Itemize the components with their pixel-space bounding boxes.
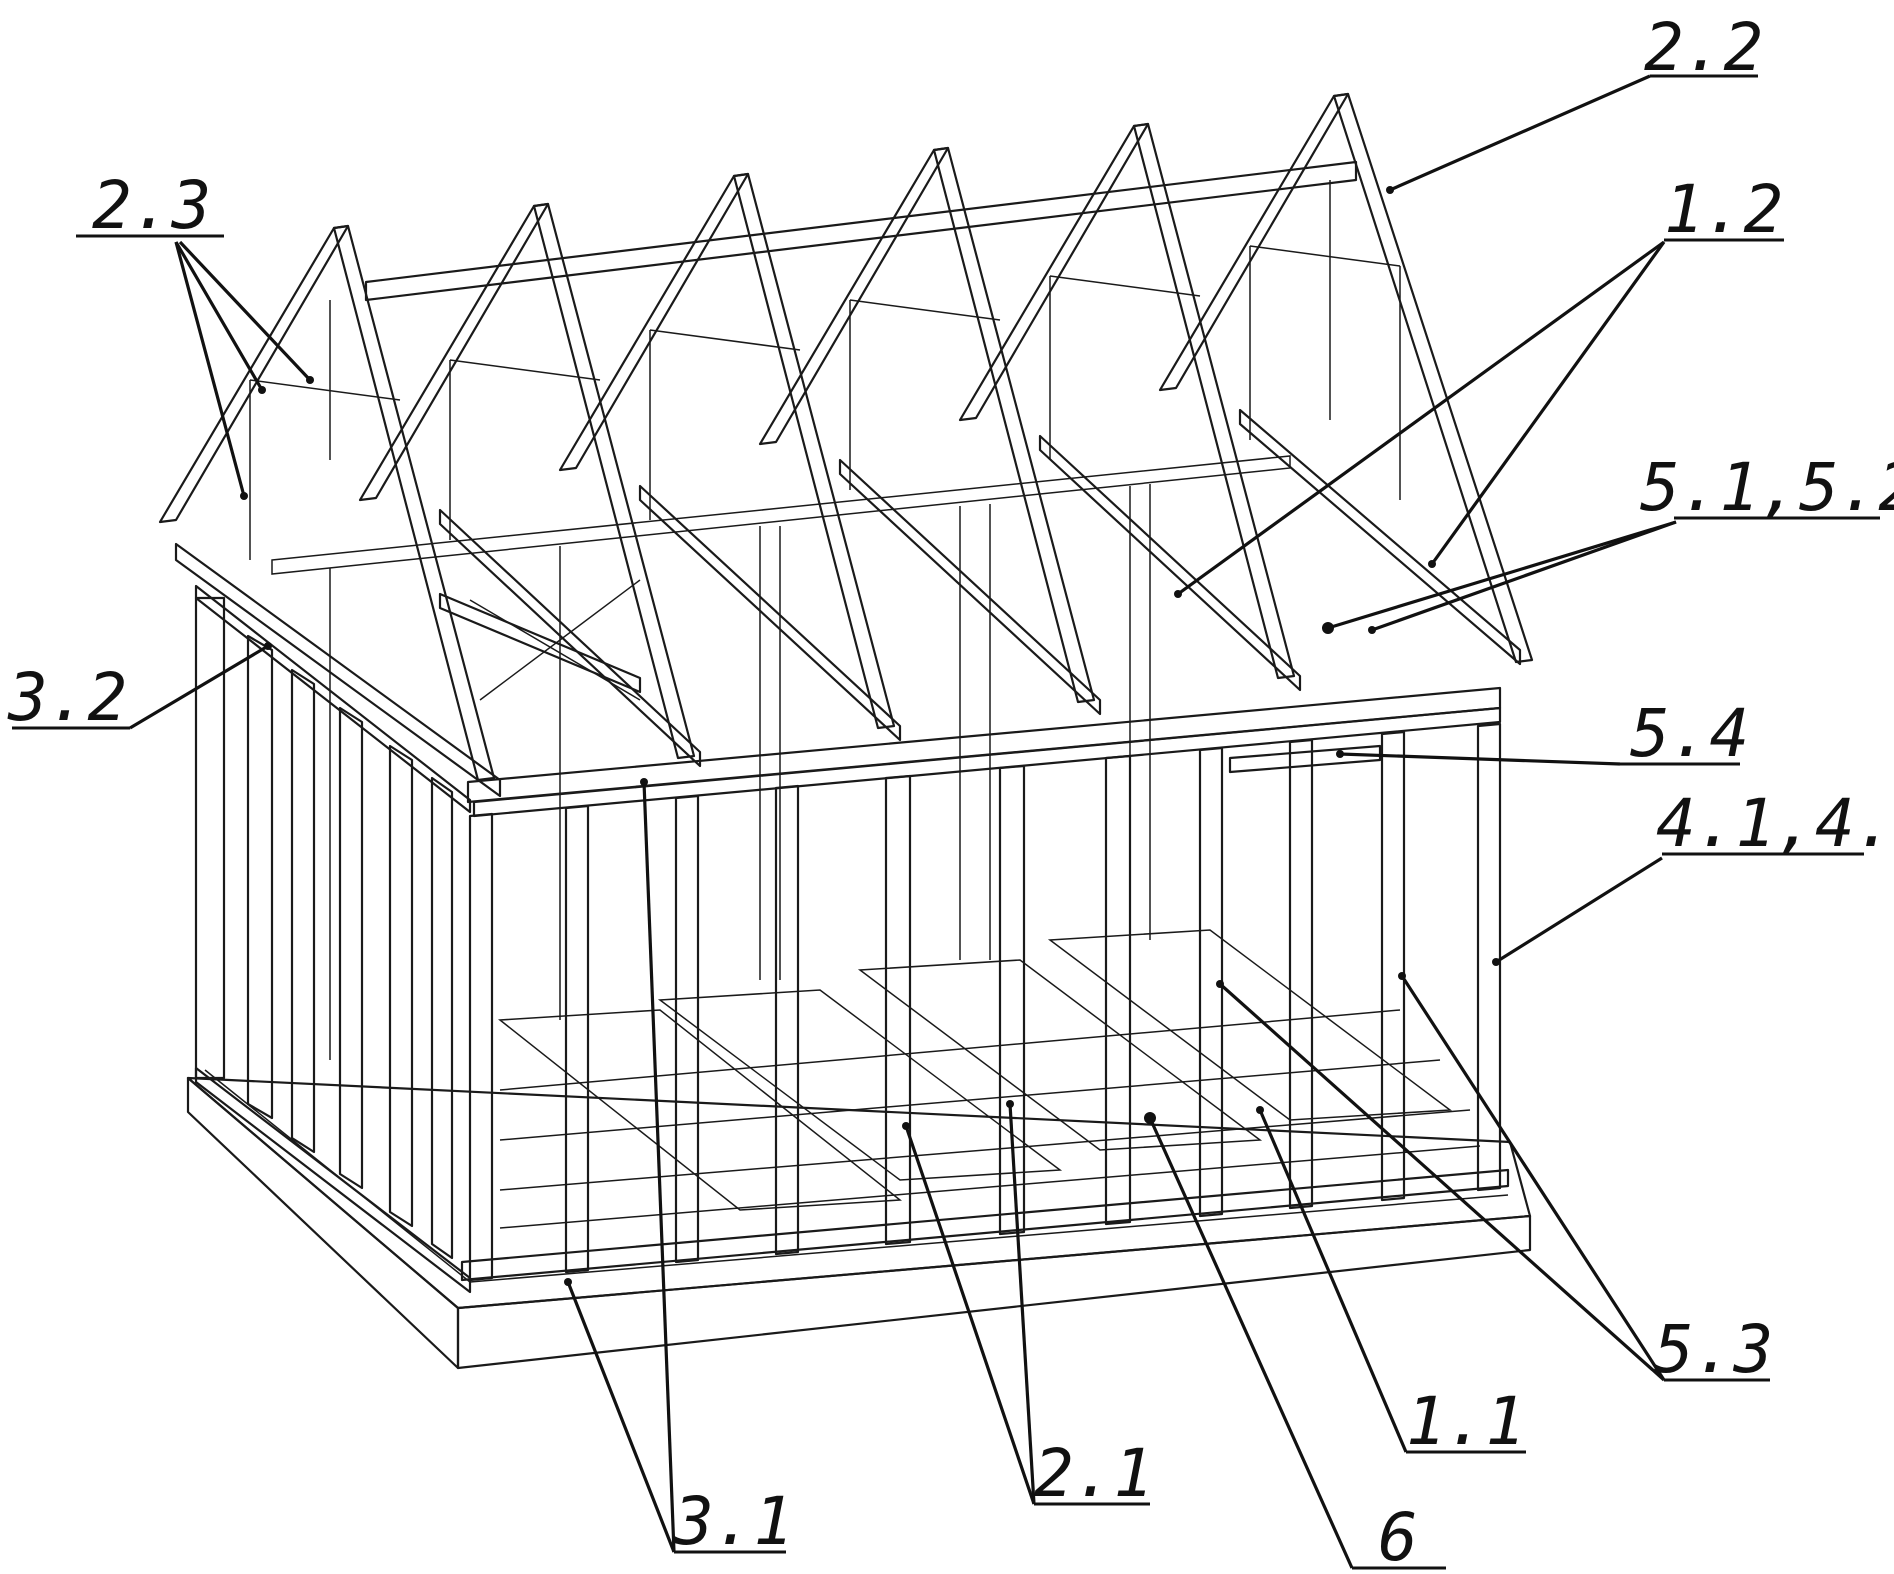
callout-labels: 2.2 2.3 1.2 5.1,5.2 3.2 5.4 4.1,4.2 5.3 …: [7, 9, 1894, 1574]
label-6: 6: [1378, 1499, 1418, 1574]
floor-joists: [500, 930, 1480, 1228]
label-2-2: 2.2: [1644, 9, 1763, 86]
label-3-1: 3.1: [673, 1483, 793, 1560]
label-2-1: 2.1: [1034, 1435, 1153, 1512]
label-5-3: 5.3: [1654, 1311, 1773, 1388]
label-3-2: 3.2: [7, 659, 127, 736]
label-1-1: 1.1: [1406, 1383, 1525, 1460]
truss-2: [360, 204, 694, 758]
label-1-2: 1.2: [1664, 171, 1783, 248]
label-2-3: 2.3: [92, 167, 211, 244]
label-4-1-4-2: 4.1,4.2: [1656, 785, 1894, 862]
left-end-wall: [196, 580, 640, 1292]
truss-1: [160, 226, 494, 780]
back-wall: [272, 456, 1290, 1060]
front-wall-studs: [470, 724, 1500, 1280]
ridge-beam: [366, 162, 1356, 300]
label-5-1-5-2: 5.1,5.2: [1640, 449, 1894, 526]
label-5-4: 5.4: [1630, 695, 1749, 772]
front-wall: [462, 688, 1508, 1280]
